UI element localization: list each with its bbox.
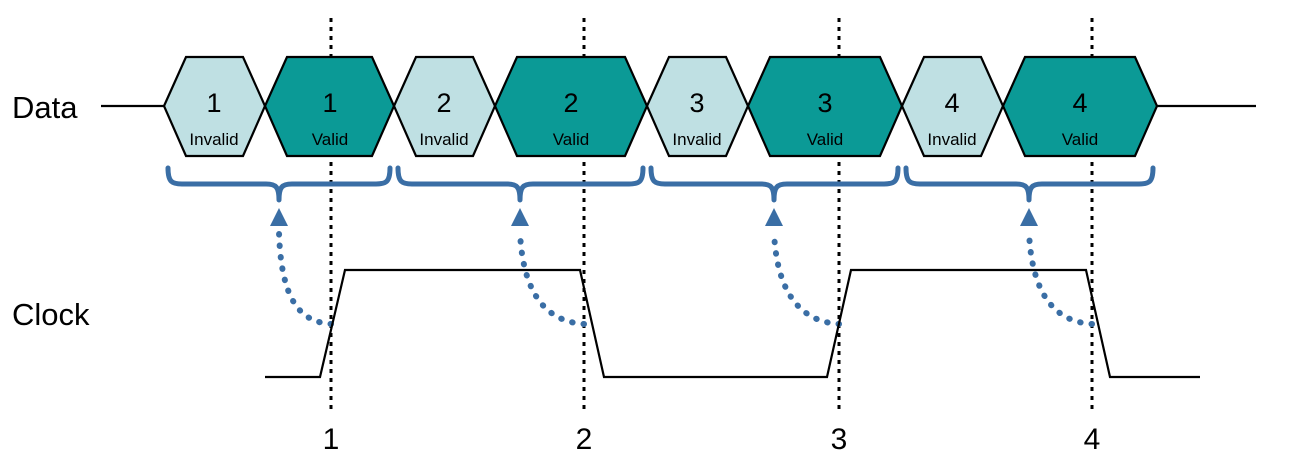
data-cell-value: 4 (1072, 88, 1087, 118)
brace-group-2 (395, 165, 646, 203)
data-cell-state: Valid (807, 130, 844, 149)
data-row-label: Data (12, 90, 78, 125)
data-cell-4-valid[interactable]: 4 Valid (1001, 55, 1159, 158)
brace-group-4 (903, 165, 1156, 203)
link-curve-1 (276, 229, 334, 327)
data-cells: 1 Invalid 1 Valid 2 Invalid 2 Valid (162, 55, 1159, 158)
axis-tick-label-1: 1 (323, 423, 340, 456)
data-cell-value: 3 (817, 88, 832, 118)
data-cell-3-valid[interactable]: 3 Valid (746, 55, 904, 158)
data-cell-value: 3 (689, 88, 704, 118)
sample-link-curves (276, 229, 1095, 327)
brace-group-3 (648, 165, 901, 203)
data-cell-4-invalid[interactable]: 4 Invalid (900, 55, 1005, 158)
data-cell-value: 4 (944, 88, 959, 118)
data-cell-1-valid[interactable]: 1 Valid (263, 55, 396, 158)
link-curve-4 (1026, 229, 1095, 327)
data-cell-state: Invalid (189, 130, 238, 149)
data-cell-2-valid[interactable]: 2 Valid (493, 55, 649, 158)
data-cell-value: 2 (563, 88, 578, 118)
clock-waveform (265, 268, 1200, 379)
brace-arrowhead-4 (1020, 208, 1038, 226)
brace-arrowhead-2 (511, 208, 529, 226)
data-cell-state: Valid (553, 130, 590, 149)
clock-row-label: Clock (12, 297, 90, 332)
sample-braces (165, 165, 1156, 226)
data-cell-value: 1 (206, 88, 221, 118)
link-curve-3 (771, 229, 842, 327)
axis-tick-labels: 1 2 3 4 (323, 423, 1101, 456)
data-cell-state: Valid (312, 130, 349, 149)
data-cell-value: 1 (322, 88, 337, 118)
axis-tick-label-3: 3 (831, 423, 848, 456)
data-cell-state: Invalid (419, 130, 468, 149)
link-curve-2 (517, 229, 587, 327)
data-cell-state: Invalid (672, 130, 721, 149)
axis-tick-label-2: 2 (576, 423, 593, 456)
brace-group-1 (165, 165, 393, 203)
data-cell-1-invalid[interactable]: 1 Invalid (162, 55, 267, 158)
axis-tick-label-4: 4 (1084, 423, 1101, 456)
data-cell-3-invalid[interactable]: 3 Invalid (645, 55, 750, 158)
data-cell-state: Valid (1062, 130, 1099, 149)
brace-arrowhead-3 (765, 208, 783, 226)
data-cell-2-invalid[interactable]: 2 Invalid (392, 55, 497, 158)
data-cell-state: Invalid (927, 130, 976, 149)
data-cell-value: 2 (436, 88, 451, 118)
brace-arrowhead-1 (270, 208, 288, 226)
